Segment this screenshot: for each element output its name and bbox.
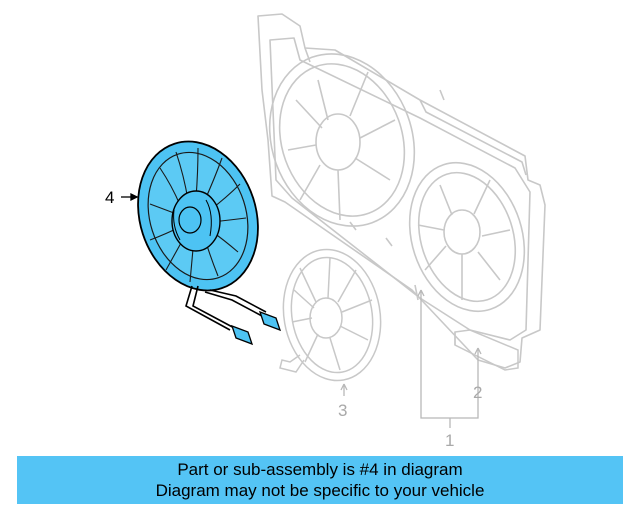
fan-hub-detail (173, 199, 212, 241)
callout-1: 1 (445, 431, 454, 450)
callout-3: 3 (338, 401, 347, 420)
ghost-leader-lines (340, 289, 482, 428)
callout-2: 2 (473, 383, 482, 402)
callout-4-arrow (121, 192, 139, 202)
callout-4: 4 (105, 188, 114, 207)
fan-shroud (257, 13, 546, 369)
wire-connector-upper (258, 310, 282, 332)
banner-line-2: Diagram may not be specific to your vehi… (155, 481, 485, 500)
fan-hub-center (178, 206, 202, 234)
info-banner: Part or sub-assembly is #4 in diagram Di… (17, 456, 623, 504)
secondary-fan (279, 248, 382, 382)
fan-motor-assembly (137, 140, 282, 346)
banner-line-1: Part or sub-assembly is #4 in diagram (177, 460, 463, 479)
fan-wiring-harness (185, 285, 267, 331)
wire-connector-lower (230, 324, 254, 346)
shroud-bracket (454, 329, 519, 371)
parts-diagram: 4 3 2 1 (105, 13, 546, 450)
